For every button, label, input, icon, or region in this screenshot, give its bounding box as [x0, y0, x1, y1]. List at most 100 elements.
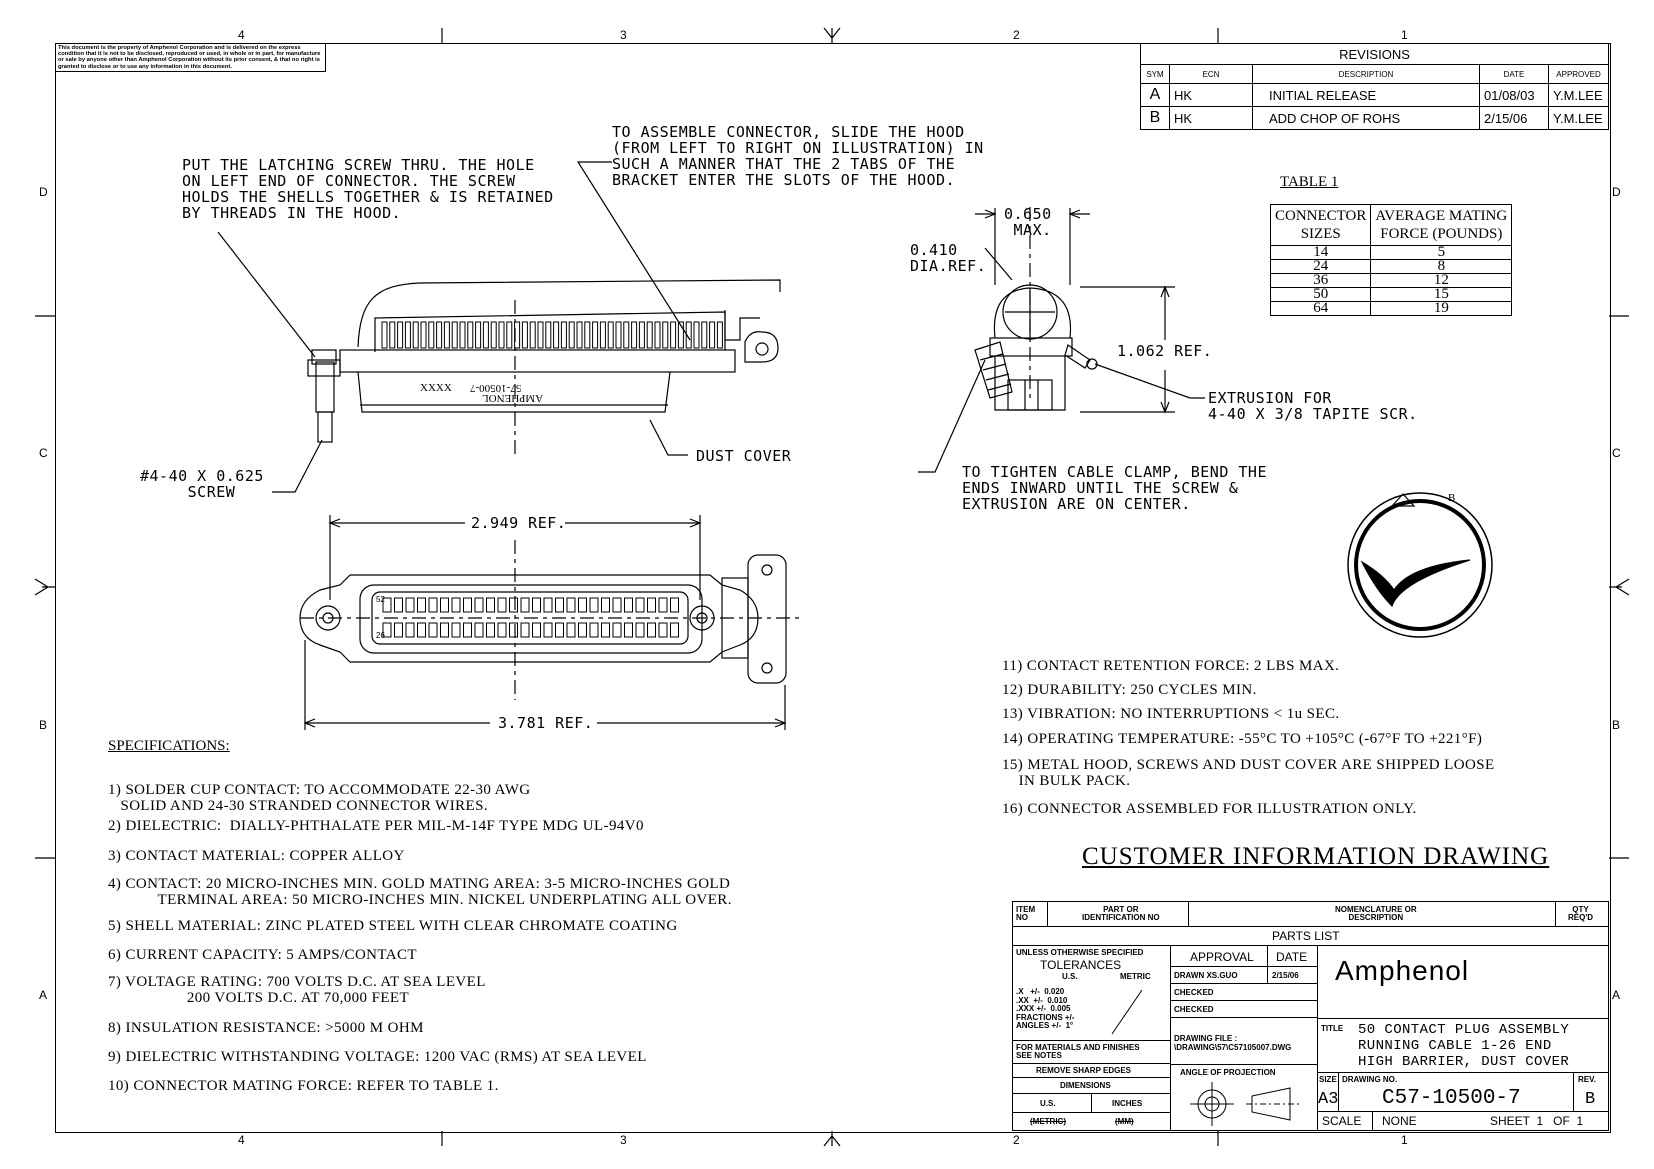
spec-item: 10) CONNECTOR MATING FORCE: REFER TO TAB… [108, 1078, 499, 1094]
zone-row-a-left: A [39, 988, 48, 1002]
approval-date-label: DATE [1276, 950, 1308, 964]
table1-col-sizes: CONNECTOR SIZES [1269, 204, 1372, 246]
rev-col-approved: APPROVED [1548, 64, 1609, 84]
note-dust-cover: DUST COVER [696, 447, 792, 465]
spec-item: 6) CURRENT CAPACITY: 5 AMPS/CONTACT [108, 947, 417, 963]
spec-item: 15) METAL HOOD, SCREWS AND DUST COVER AR… [1002, 757, 1495, 789]
tolerances-label: TOLERANCES [1040, 958, 1122, 972]
revision-row: B HK ADD CHOP OF ROHS 2/15/06 Y.M.LEE [1140, 106, 1609, 130]
note-assemble: TO ASSEMBLE CONNECTOR, SLIDE THE HOOD (F… [612, 123, 984, 189]
col-item-no: ITEM NO [1016, 905, 1036, 922]
pin-52-label: 52 [376, 595, 385, 604]
note-latching-screw: PUT THE LATCHING SCREW THRU. THE HOLE ON… [182, 156, 554, 222]
dim-us: U.S. [1040, 1099, 1056, 1108]
rev-date: 2/15/06 [1479, 106, 1549, 130]
zone-col-1-top: 1 [1401, 28, 1408, 42]
spec-item: 4) CONTACT: 20 MICRO-INCHES MIN. GOLD MA… [108, 876, 732, 908]
drawing-number: C57-10500-7 [1382, 1087, 1521, 1110]
dim-mm: (MM) [1115, 1117, 1134, 1126]
rev-approved: Y.M.LEE [1548, 106, 1609, 130]
rev-description: INITIAL RELEASE [1252, 83, 1480, 107]
spec-item: 9) DIELECTRIC WITHSTANDING VOLTAGE: 1200… [108, 1049, 647, 1065]
dim-0410-dia: 0.410 DIA.REF. [910, 241, 987, 275]
zone-row-a-right: A [1612, 988, 1621, 1002]
spec-item: 12) DURABILITY: 250 CYCLES MIN. [1002, 682, 1257, 698]
col-qty: QTY REQ'D [1568, 905, 1594, 922]
dim-0650-max: 0.650 MAX. [1004, 205, 1052, 239]
spec-item: 8) INSULATION RESISTANCE: >5000 M OHM [108, 1020, 424, 1036]
tol-metric: METRIC [1120, 972, 1151, 981]
rev-col-ecn: ECN [1169, 64, 1253, 84]
dim-metric: (METRIC) [1030, 1117, 1066, 1126]
size-label: SIZE [1319, 1075, 1337, 1084]
revisions-title: REVISIONS [1140, 43, 1609, 65]
rev-flag: B [1448, 492, 1456, 504]
spec-item: 11) CONTACT RETENTION FORCE: 2 LBS MAX. [1002, 658, 1340, 674]
dim-2949-ref: 2.949 REF. [471, 514, 567, 532]
zone-row-c-left: C [39, 446, 48, 460]
rev-col-date: DATE [1479, 64, 1549, 84]
spec-item: 1) SOLDER CUP CONTACT: TO ACCOMMODATE 22… [108, 782, 531, 814]
zone-col-3-top: 3 [620, 28, 627, 42]
drawing-title: 50 CONTACT PLUG ASSEMBLY RUNNING CABLE 1… [1358, 1022, 1570, 1070]
spec-item: 14) OPERATING TEMPERATURE: -55°C TO +105… [1002, 731, 1483, 747]
body-marking-amphenol: AMPHENOL [482, 392, 544, 404]
spec-item: 7) VOLTAGE RATING: 700 VOLTS D.C. AT SEA… [108, 974, 486, 1006]
dim-inches: INCHES [1112, 1099, 1143, 1108]
spec-item: 5) SHELL MATERIAL: ZINC PLATED STEEL WIT… [108, 918, 678, 934]
tol-values: .X +/- 0.020 .XX +/- 0.010 .XXX +/- 0.00… [1016, 987, 1075, 1030]
parts-list-label: PARTS LIST [1272, 929, 1340, 943]
rev-description: ADD CHOP OF ROHS [1252, 106, 1480, 130]
rev-label: REV. [1578, 1075, 1596, 1084]
approval-label: APPROVAL [1190, 950, 1254, 964]
rev-sym: A [1140, 83, 1170, 107]
drawn-by: DRAWN XS.GUO [1174, 971, 1238, 980]
sheet-size: A3 [1318, 1090, 1339, 1109]
col-part-no: PART OR IDENTIFICATION NO [1082, 905, 1160, 922]
table1: CONNECTOR SIZES AVERAGE MATING FORCE (PO… [1269, 204, 1513, 316]
drawing-file: DRAWING FILE : \DRAWING\57\C57105007.DWG [1174, 1034, 1292, 1052]
checked-1: CHECKED [1174, 988, 1214, 997]
zone-row-d-right: D [1612, 185, 1621, 199]
zone-col-2-bottom: 2 [1013, 1133, 1020, 1147]
scale-label: SCALE [1322, 1114, 1362, 1128]
specifications-heading: SPECIFICATIONS: [108, 738, 230, 754]
drawing-no-label: DRAWING NO. [1342, 1075, 1398, 1084]
rev-ecn: HK [1169, 83, 1253, 107]
table1-title: TABLE 1 [1280, 174, 1339, 190]
spec-item: 2) DIELECTRIC: DIALLY-PHTHALATE PER MIL-… [108, 818, 644, 834]
rev-col-sym: SYM [1140, 64, 1170, 84]
dim-1062-ref: 1.062 REF. [1117, 342, 1213, 360]
scale-value: NONE [1382, 1114, 1417, 1128]
revisions-table: REVISIONS SYM ECN DESCRIPTION DATE APPRO… [1140, 43, 1609, 130]
proprietary-notice: This document is the property of Ampheno… [56, 44, 326, 72]
rev-approved: Y.M.LEE [1548, 83, 1609, 107]
zone-row-d-left: D [39, 185, 48, 199]
zone-col-4-bottom: 4 [238, 1133, 245, 1147]
zone-col-2-top: 2 [1013, 28, 1020, 42]
zone-col-3-bottom: 3 [620, 1133, 627, 1147]
note-screw: #4-40 X 0.625 SCREW [140, 467, 264, 501]
note-extrusion: EXTRUSION FOR 4-40 X 3/8 TAPITE SCR. [1208, 389, 1418, 423]
pin-26-label: 26 [376, 631, 385, 640]
tol-us: U.S. [1062, 972, 1078, 981]
checked-2: CHECKED [1174, 1005, 1214, 1014]
remove-sharp-edges: REMOVE SHARP EDGES [1036, 1066, 1131, 1075]
rev-col-description: DESCRIPTION [1252, 64, 1480, 84]
revision-letter: B [1585, 1090, 1596, 1109]
drawn-date: 2/15/06 [1272, 971, 1299, 980]
angle-of-projection-label: ANGLE OF PROJECTION [1180, 1068, 1276, 1077]
spec-item: 3) CONTACT MATERIAL: COPPER ALLOY [108, 848, 405, 864]
zone-col-4-top: 4 [238, 28, 245, 42]
table1-force: 19 [1370, 301, 1513, 316]
zone-row-b-right: B [1612, 718, 1621, 732]
rev-ecn: HK [1169, 106, 1253, 130]
table1-size: 64 [1269, 301, 1372, 316]
third-angle-projection-icon [1190, 1082, 1300, 1126]
dim-3781-ref: 3.781 REF. [498, 714, 594, 732]
